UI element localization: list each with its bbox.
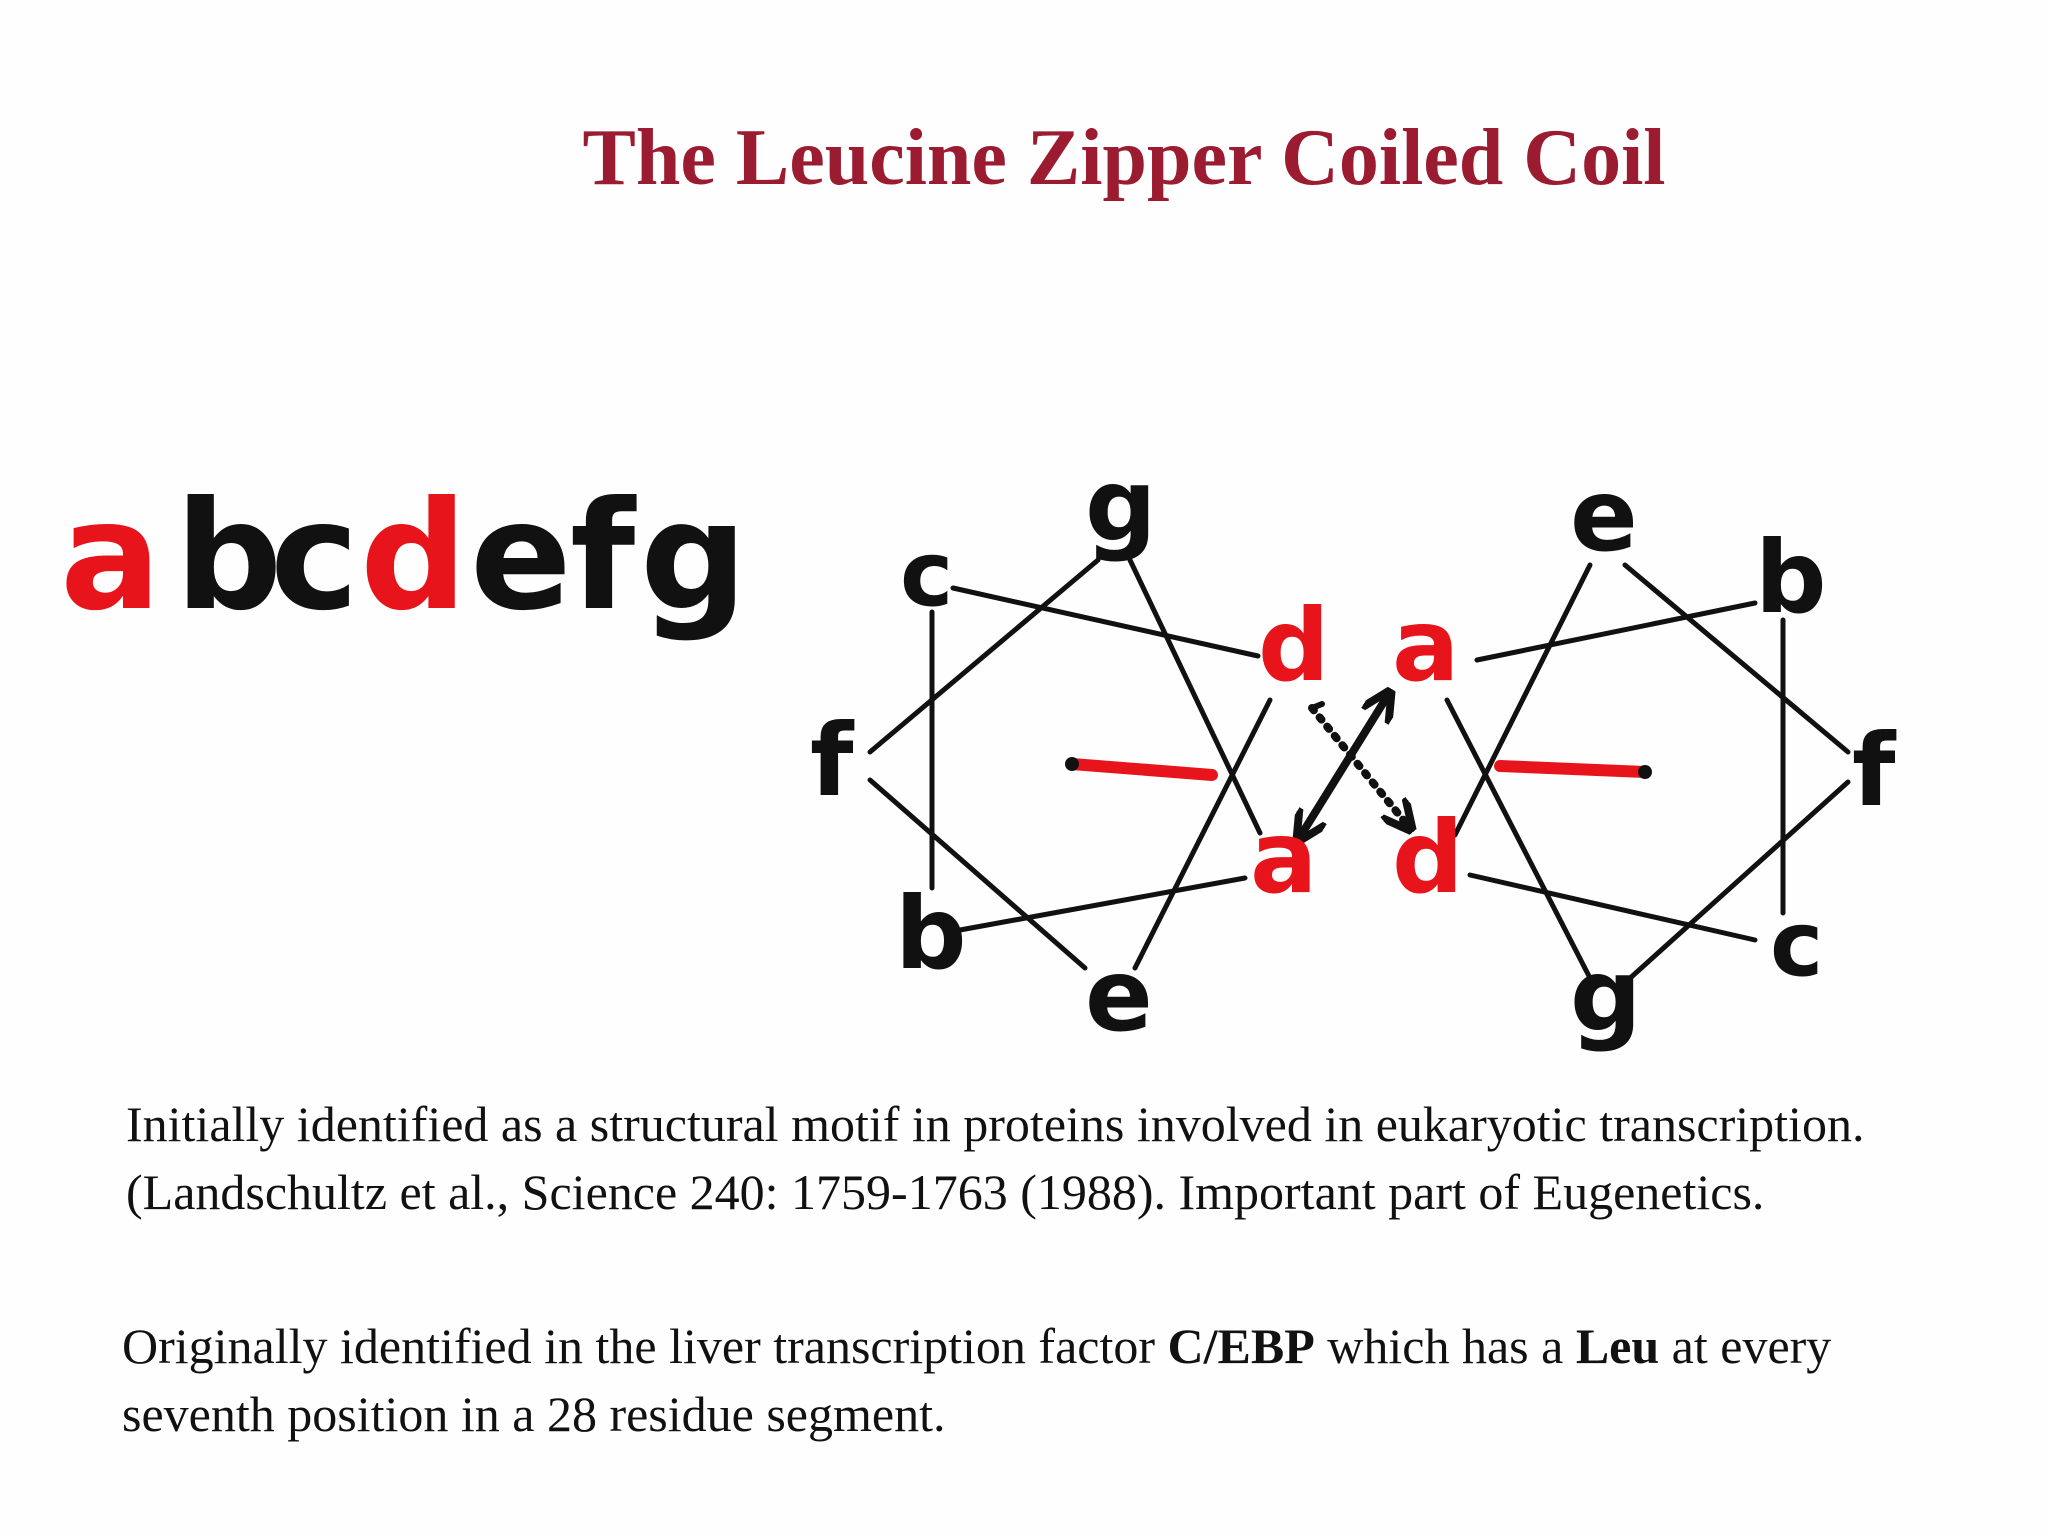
dotted-arrow (1308, 704, 1405, 822)
right-wheel-label-d: d (1392, 799, 1464, 916)
cebp-bold-name: C/EBP (1167, 1318, 1315, 1374)
left-wheel-label-c: c (900, 522, 953, 627)
leu-bold-name: Leu (1575, 1318, 1660, 1374)
core-bars (1065, 757, 1652, 781)
left-wheel-labels: g c d f a b e (810, 447, 1330, 1054)
right-wheel-label-g: g (1570, 937, 1642, 1054)
cebp-text-part1: Originally identified in the liver trans… (122, 1318, 1168, 1374)
left-wheel-label-a: a (1250, 799, 1317, 916)
left-wheel-lines (867, 557, 1273, 971)
right-wheel-labels: e b a f d c g (1392, 457, 1897, 1054)
cebp-text-part3: at every seventh position in a 28 residu… (122, 1318, 1832, 1442)
right-wheel-label-c: c (1770, 892, 1823, 997)
slide-title: The Leucine Zipper Coiled Coil (582, 114, 1666, 202)
left-wheel-label-b: b (895, 875, 967, 992)
right-wheel-label-f: f (1852, 712, 1897, 829)
right-core-bar (1494, 760, 1651, 778)
left-wheel-label-g: g (1085, 447, 1157, 564)
right-core-dot (1638, 765, 1652, 779)
heptad-letter-a: a (60, 470, 161, 644)
left-wheel-label-f: f (810, 702, 855, 819)
cebp-paragraph: Originally identified in the liver trans… (122, 1312, 1972, 1448)
left-wheel-label-e: e (1085, 937, 1153, 1054)
heptad-letter-e: e (470, 470, 572, 644)
left-core-bar (1066, 758, 1218, 781)
right-wheel-label-b: b (1755, 519, 1827, 636)
right-wheel-label-e: e (1570, 457, 1638, 574)
intro-paragraph: Initially identified as a structural mot… (126, 1096, 1865, 1220)
dotted-arrow-tail (1309, 701, 1325, 711)
right-wheel-lines (1444, 562, 1851, 983)
heptad-letter-c: c (270, 470, 359, 644)
heptad-letter-d: d (360, 470, 467, 644)
left-core-dot (1065, 757, 1079, 771)
heptad-letter-g: g (640, 470, 747, 644)
heptad-sequence: a b c d e f g (60, 470, 747, 644)
heptad-letter-b: b (175, 470, 282, 644)
right-wheel-label-a: a (1392, 587, 1459, 704)
left-wheel-label-d: d (1258, 587, 1330, 704)
cebp-text-part2: which has a (1314, 1318, 1576, 1374)
solid-double-arrow (1303, 700, 1385, 832)
heptad-letter-f: f (570, 470, 637, 644)
